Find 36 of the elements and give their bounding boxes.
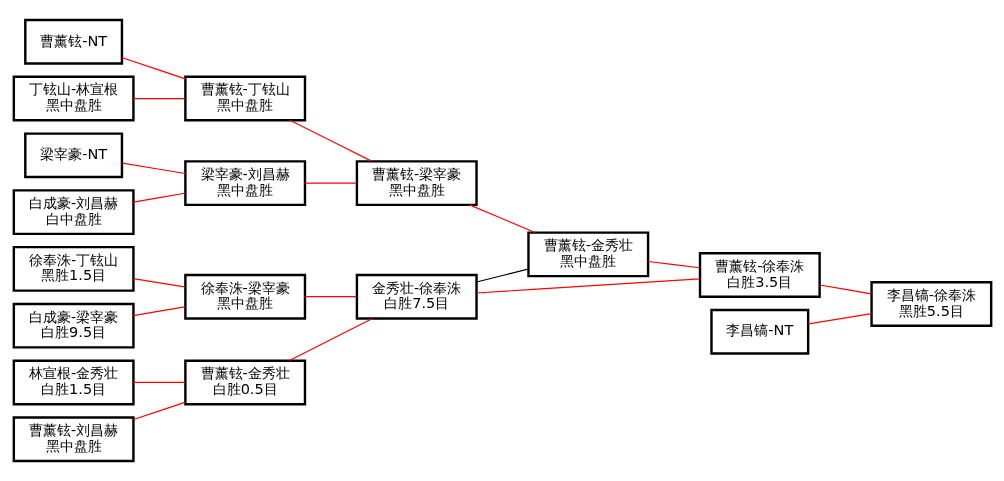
node-box: 曹薰铉-金秀壮 黑中盘胜 <box>526 231 649 278</box>
connector <box>132 401 185 421</box>
connector <box>475 268 529 283</box>
connector <box>475 278 700 294</box>
connector <box>132 97 185 100</box>
connector <box>468 204 536 234</box>
node-box: 曹薰铉-金秀壮 白胜0.5目 <box>183 359 306 406</box>
connector <box>121 57 186 80</box>
node-box: 白成豪-梁宰豪 白胜9.5目 <box>12 302 135 349</box>
connector <box>132 306 185 317</box>
node-box: 李昌镐-NT <box>709 308 809 355</box>
node-box: 金秀壮-徐奉洙 白胜7.5目 <box>355 273 478 320</box>
node-box: 白成豪-刘昌赫 白中盘胜 <box>12 189 135 236</box>
connector <box>121 162 186 175</box>
node-box: 曹薰铉-梁宰豪 黑中盘胜 <box>355 160 478 207</box>
connector <box>132 192 185 203</box>
node-box: 丁铉山-林宣根 黑中盘胜 <box>12 75 135 122</box>
connector <box>132 277 185 288</box>
connector <box>303 296 357 298</box>
node-box: 徐奉洙-丁铉山 黑胜1.5目 <box>12 245 135 292</box>
node-box: 徐奉洙-梁宰豪 黑中盘胜 <box>183 273 306 320</box>
node-box: 曹薰铉-NT <box>23 18 123 65</box>
connector <box>818 284 872 295</box>
node-box: 林宣根-金秀壮 白胜1.5目 <box>12 359 135 406</box>
node-box: 李昌镐-徐奉洙 黑胜5.5目 <box>869 280 992 327</box>
connector <box>288 119 372 162</box>
connector <box>303 182 357 184</box>
node-box: 曹薰铉-刘昌赫 黑中盘胜 <box>12 416 135 463</box>
node-box: 梁宰豪-NT <box>23 132 123 179</box>
connector <box>288 317 373 362</box>
node-box: 梁宰豪-刘昌赫 黑中盘胜 <box>183 160 306 207</box>
connector <box>807 312 872 325</box>
connector <box>132 381 185 384</box>
node-box: 曹薰铉-徐奉洙 白胜3.5目 <box>698 251 821 298</box>
node-box: 曹薰铉-丁铉山 黑中盘胜 <box>183 75 306 122</box>
connector <box>647 260 700 269</box>
